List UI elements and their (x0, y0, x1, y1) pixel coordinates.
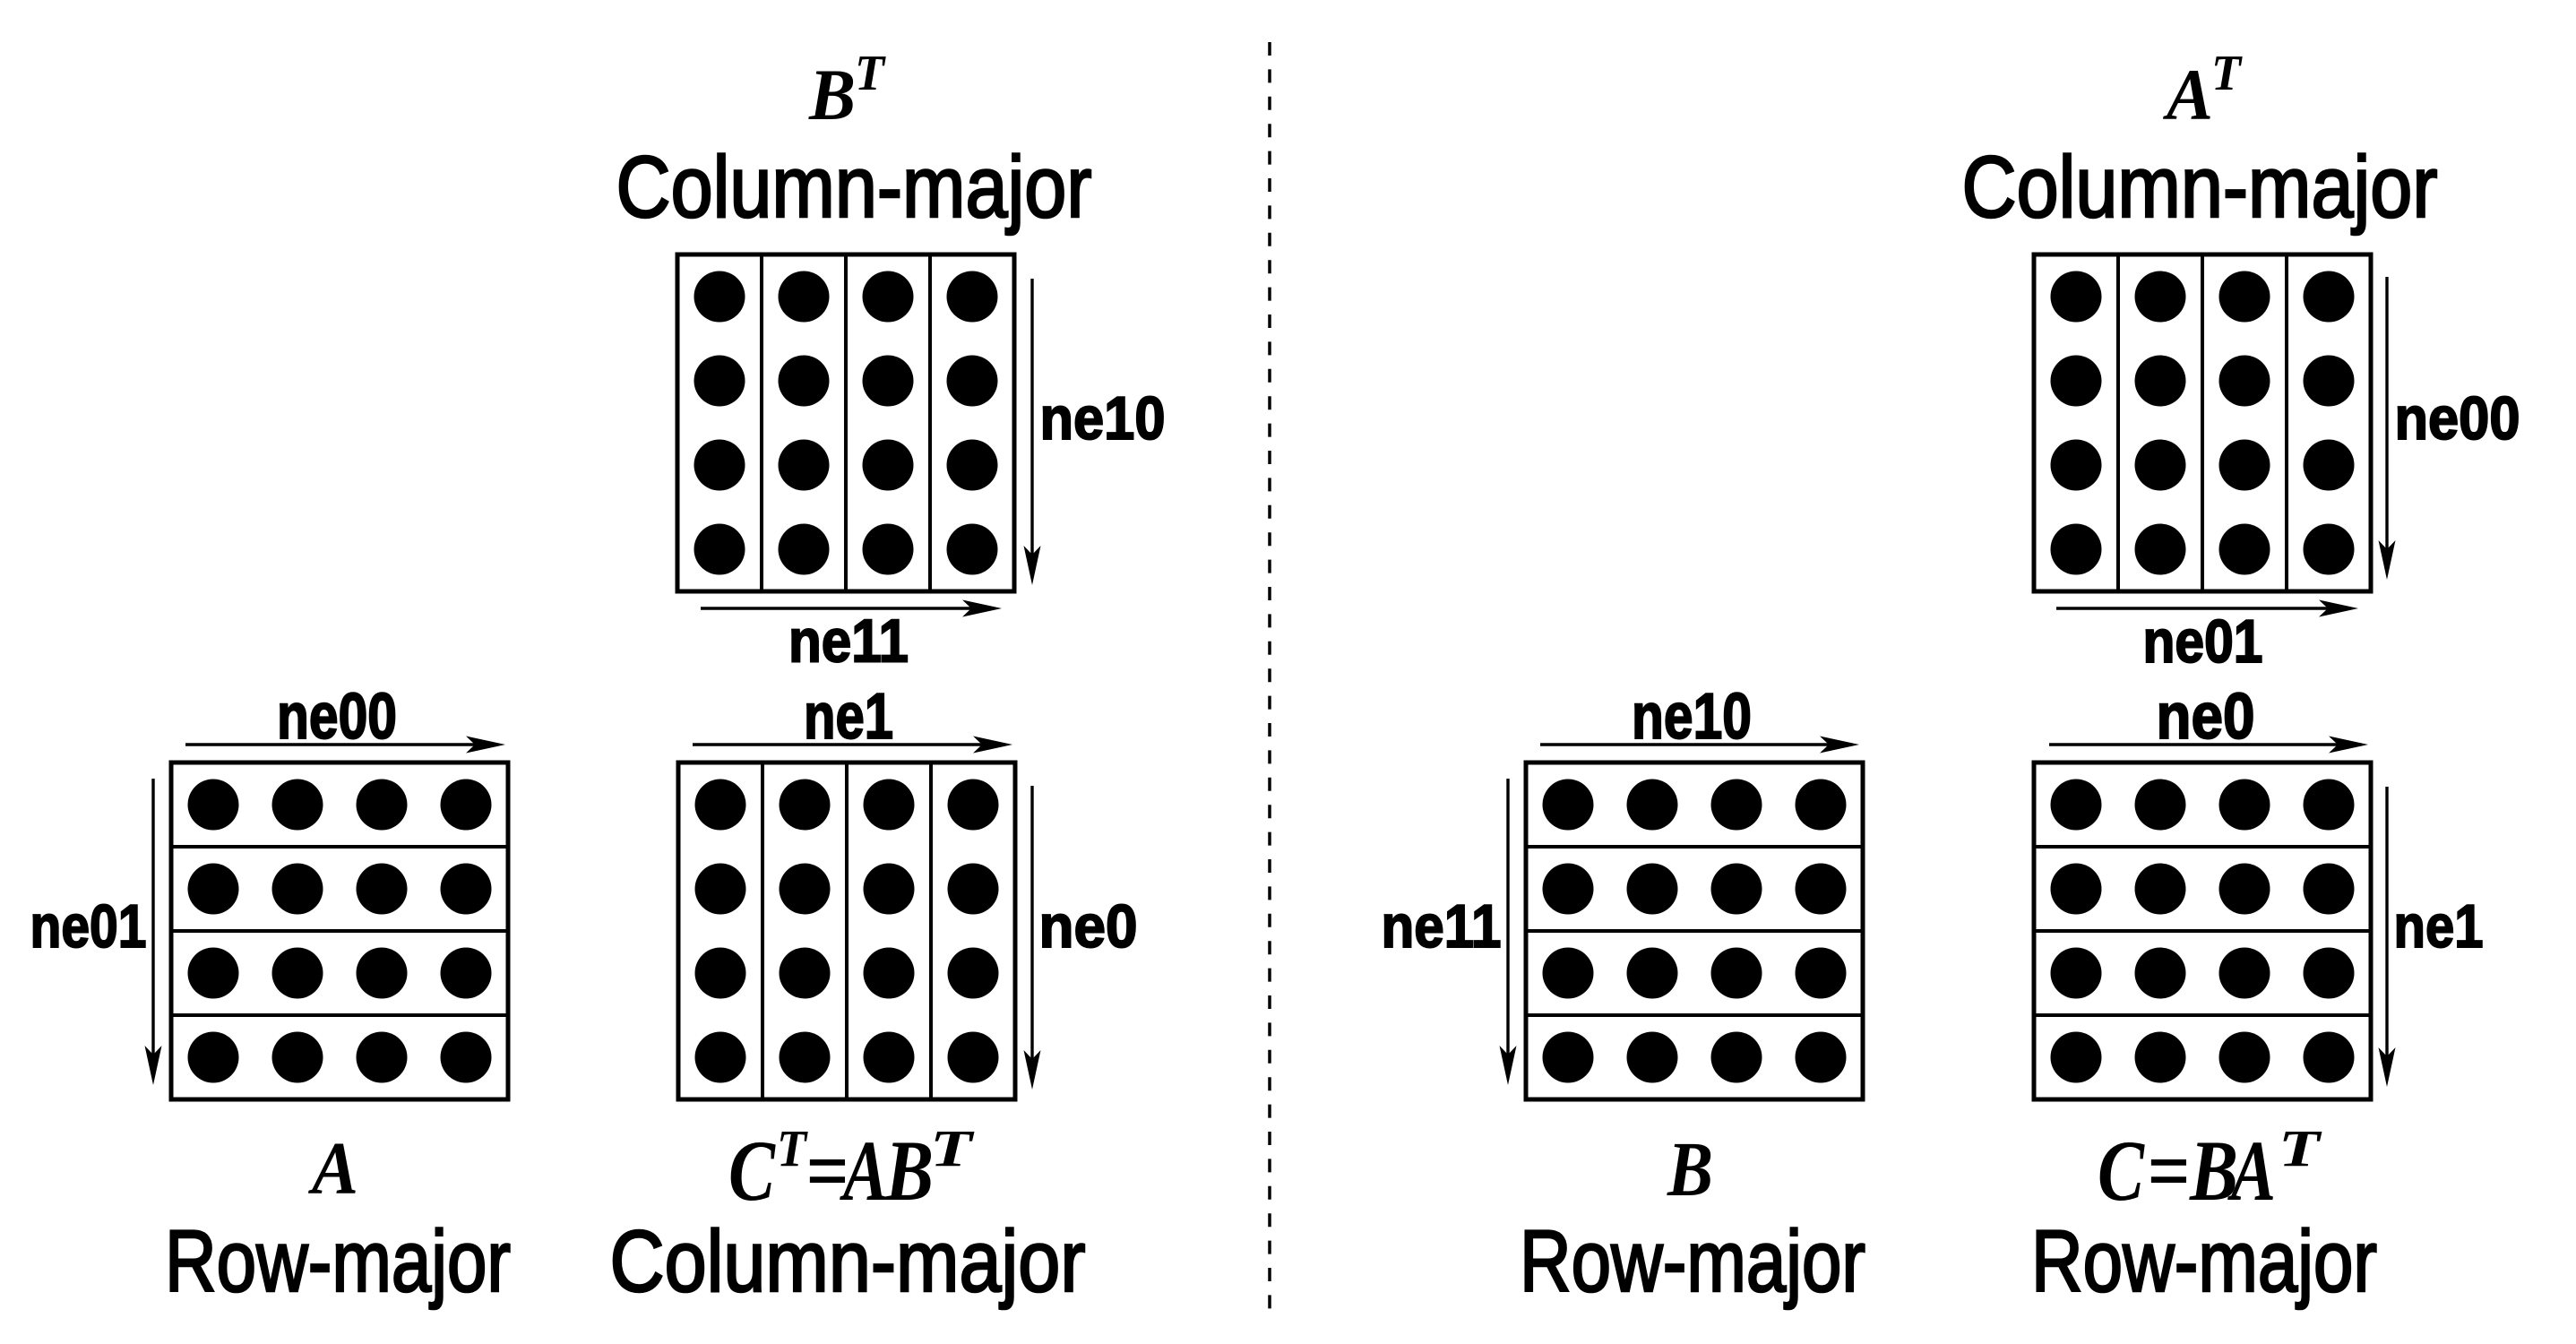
svg-text:=: = (2147, 1123, 2190, 1219)
svg-text:A: A (840, 1123, 888, 1219)
svg-text:ne01: ne01 (30, 892, 147, 961)
svg-text:B: B (2189, 1123, 2238, 1219)
svg-text:B: B (808, 54, 856, 135)
svg-text:Row-major: Row-major (1520, 1212, 1865, 1310)
svg-text:ne0: ne0 (2157, 681, 2255, 753)
svg-text:ne10: ne10 (1632, 681, 1752, 753)
svg-text:B: B (884, 1123, 934, 1219)
svg-text:ne11: ne11 (1382, 892, 1502, 961)
svg-text:Column-major: Column-major (610, 1212, 1086, 1310)
svg-text:Column-major: Column-major (616, 138, 1092, 236)
svg-text:ne00: ne00 (2395, 384, 2520, 452)
svg-text:Column-major: Column-major (1962, 138, 2438, 236)
svg-text:T: T (777, 1119, 808, 1177)
svg-text:C: C (728, 1123, 776, 1219)
svg-text:T: T (930, 1119, 975, 1177)
svg-text:ne1: ne1 (2394, 892, 2484, 961)
svg-text:A: A (2162, 54, 2213, 135)
svg-text:Row-major: Row-major (165, 1212, 511, 1310)
svg-text:ne11: ne11 (788, 607, 909, 676)
svg-text:ne01: ne01 (2143, 607, 2263, 676)
svg-text:ne0: ne0 (1039, 892, 1138, 961)
svg-text:ne00: ne00 (277, 681, 397, 753)
svg-text:A: A (2227, 1123, 2276, 1219)
svg-text:ne1: ne1 (804, 681, 893, 753)
svg-text:T: T (855, 46, 887, 101)
svg-text:ne10: ne10 (1040, 384, 1166, 452)
svg-text:A: A (307, 1127, 358, 1210)
svg-text:B: B (1667, 1125, 1713, 1212)
svg-text:Row-major: Row-major (2031, 1212, 2377, 1310)
svg-text:=: = (806, 1123, 849, 1219)
svg-text:T: T (2211, 46, 2244, 101)
svg-text:T: T (2279, 1119, 2322, 1177)
svg-text:C: C (2098, 1123, 2145, 1219)
